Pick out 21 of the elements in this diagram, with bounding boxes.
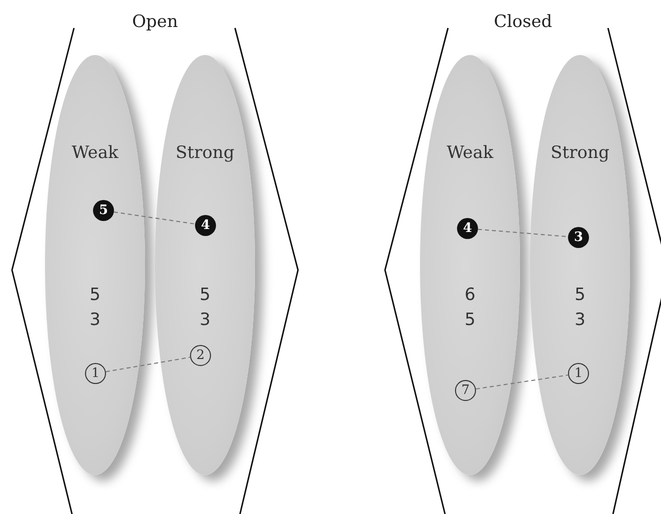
column-heading: Weak [70, 143, 120, 163]
connector-line [113, 212, 196, 224]
circled-number: 7 [455, 380, 476, 401]
circled-number: 2 [190, 345, 211, 366]
panel-heading: Open [131, 12, 179, 32]
panel-heading: Closed [492, 12, 554, 32]
filled-circled-number: 4 [457, 218, 478, 239]
number-list: 5 3 [198, 283, 212, 333]
column-heading: Weak [446, 143, 494, 163]
connector-line [475, 374, 569, 390]
circled-number: 1 [85, 363, 106, 384]
number-list: 5 3 [88, 283, 102, 333]
column-heading: Strong [550, 143, 610, 163]
filled-circled-number: 3 [568, 227, 589, 248]
column-heading: Strong [174, 143, 236, 163]
filled-circled-number: 4 [195, 215, 216, 236]
number-list: 5 3 [574, 283, 586, 333]
number-list: 6 5 [464, 283, 476, 333]
connector-line [105, 356, 191, 372]
circled-number: 1 [568, 363, 589, 384]
filled-circled-number: 5 [93, 200, 114, 221]
